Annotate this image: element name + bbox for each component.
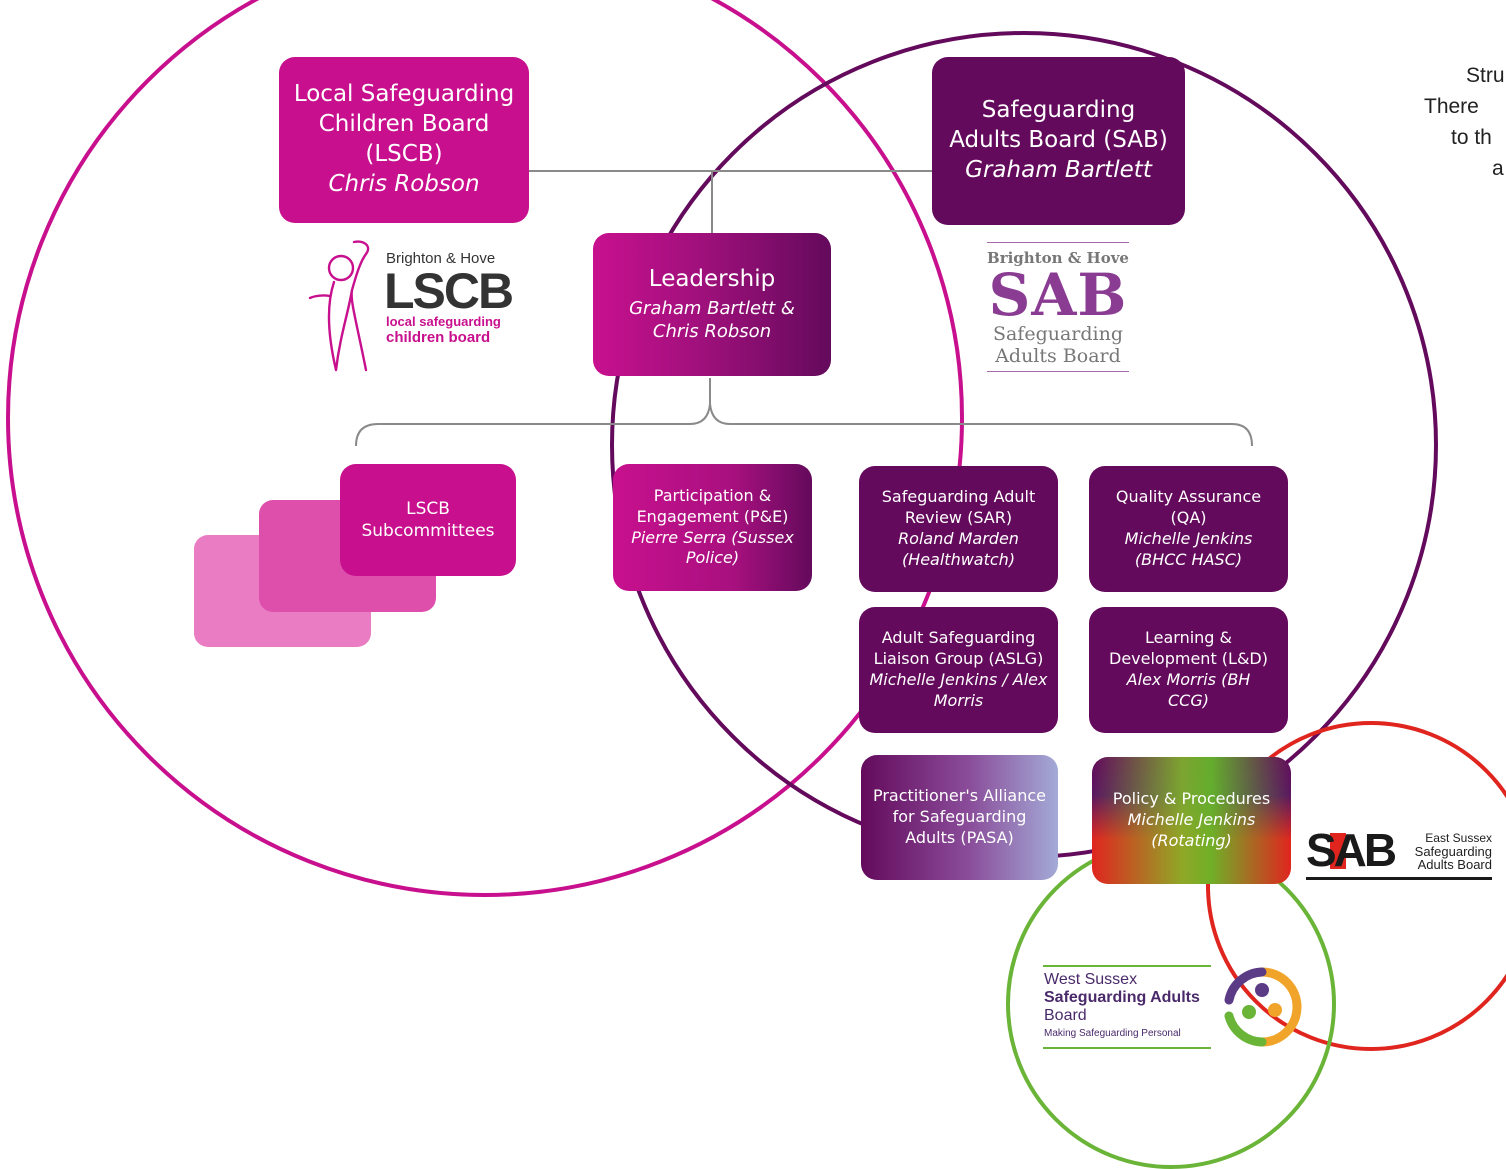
lscb-subcommittees-box: LSCB Subcommittees [340, 464, 516, 576]
pe-box: Participation & Engagement (P&E) Pierre … [613, 464, 812, 591]
leadership-box: Leadership Graham Bartlett & Chris Robso… [593, 233, 831, 376]
aslg-title: Adult Safeguarding Liaison Group (ASLG) [873, 628, 1044, 669]
subgroup-brace [355, 378, 1253, 447]
sab-logo-line3: Adults Board [995, 345, 1121, 367]
side-text-line-5: a [1492, 157, 1504, 180]
leadership-title: Leadership [648, 266, 776, 293]
ld-box: Learning & Development (L&D) Alex Morris… [1089, 607, 1288, 733]
pp-title: Policy & Procedures [1112, 789, 1271, 809]
qa-title: Quality Assurance (QA) [1115, 487, 1262, 528]
west-sussex-logo: West Sussex Safeguarding Adults Board Ma… [1043, 965, 1305, 1050]
lscb-logo-line1: Brighton & Hove [386, 250, 496, 267]
lscb-board-box: Local Safeguarding Children Board (LSCB)… [279, 57, 529, 223]
pp-box: Policy & Procedures Michelle Jenkins (Ro… [1092, 757, 1291, 884]
pp-gradient-overlay [1092, 757, 1291, 884]
lscb-subcommittees-title: LSCB Subcommittees [361, 498, 495, 541]
pp-chair: Michelle Jenkins (Rotating) [1127, 810, 1256, 850]
west-sussex-logo-line3: Board [1044, 1007, 1087, 1024]
sab-logo-line2: Safeguarding [992, 323, 1124, 345]
side-text-line-3: to th [1451, 126, 1492, 149]
qa-chair: Michelle Jenkins (BHCC HASC) [1124, 529, 1253, 569]
ld-title: Learning & Development (L&D) [1109, 628, 1268, 669]
sar-title: Safeguarding Adult Review (SAR) [881, 487, 1036, 528]
sab-logo-acronym: SAB [988, 261, 1128, 329]
east-sussex-circle [1206, 721, 1506, 1051]
sar-box: Safeguarding Adult Review (SAR) Roland M… [859, 466, 1058, 592]
ld-chair: Alex Morris (BH CCG) [1126, 670, 1251, 710]
qa-box: Quality Assurance (QA) Michelle Jenkins … [1089, 466, 1288, 592]
east-sussex-logo-line1: East Sussex [1425, 831, 1492, 845]
aslg-chair: Michelle Jenkins / Alex Morris [869, 670, 1048, 710]
sab-logo: Brighton & Hove SAB Safeguarding Adults … [987, 242, 1129, 387]
sab-board-chair: Graham Bartlett [965, 156, 1152, 183]
lscb-board-chair: Chris Robson [328, 170, 480, 197]
side-text-line-2: There [1424, 95, 1479, 118]
pe-title: Participation & Engagement (P&E) [636, 485, 789, 526]
lscb-board-title: Local Safeguarding Children Board (LSCB) [293, 81, 515, 167]
east-sussex-logo: SAB East Sussex Safeguarding Adults Boar… [1306, 824, 1496, 886]
lscb-circle [6, 0, 964, 897]
side-text-line-1: Stru [1466, 64, 1505, 87]
lscb-logo: Brighton & Hove LSCB local safeguarding … [306, 236, 514, 374]
aslg-box: Adult Safeguarding Liaison Group (ASLG) … [859, 607, 1058, 733]
west-sussex-logo-line4: Making Safeguarding Personal [1044, 1028, 1181, 1039]
sab-logo-line1: Brighton & Hove [987, 249, 1129, 267]
sab-board-box: Safeguarding Adults Board (SAB) Graham B… [932, 57, 1185, 225]
lscb-logo-line3: children board [386, 329, 491, 346]
side-description: Stru There to th a [1418, 60, 1506, 184]
lscb-figure-icon [308, 240, 370, 372]
pe-chair: Pierre Serra (Sussex Police) [631, 527, 794, 568]
east-sussex-logo-line3: Adults Board [1417, 857, 1492, 872]
west-sussex-logo-line2: Safeguarding Adults [1044, 989, 1200, 1006]
west-sussex-people-icon [1224, 967, 1302, 1047]
leadership-chairs: Graham Bartlett & Chris Robson [629, 298, 795, 343]
east-sussex-logo-acronym: SAB [1306, 824, 1397, 876]
sab-board-title: Safeguarding Adults Board (SAB) [949, 97, 1168, 154]
west-sussex-logo-line1: West Sussex [1044, 971, 1138, 988]
pasa-title: Practitioner's Alliance for Safeguarding… [872, 786, 1047, 847]
lscb-logo-acronym: LSCB [384, 263, 514, 319]
east-sussex-logo-line2: Safeguarding [1414, 844, 1492, 859]
sar-chair: Roland Marden (Healthwatch) [898, 529, 1019, 569]
lscb-logo-line2: local safeguarding [386, 314, 501, 329]
pasa-box: Practitioner's Alliance for Safeguarding… [861, 755, 1058, 880]
